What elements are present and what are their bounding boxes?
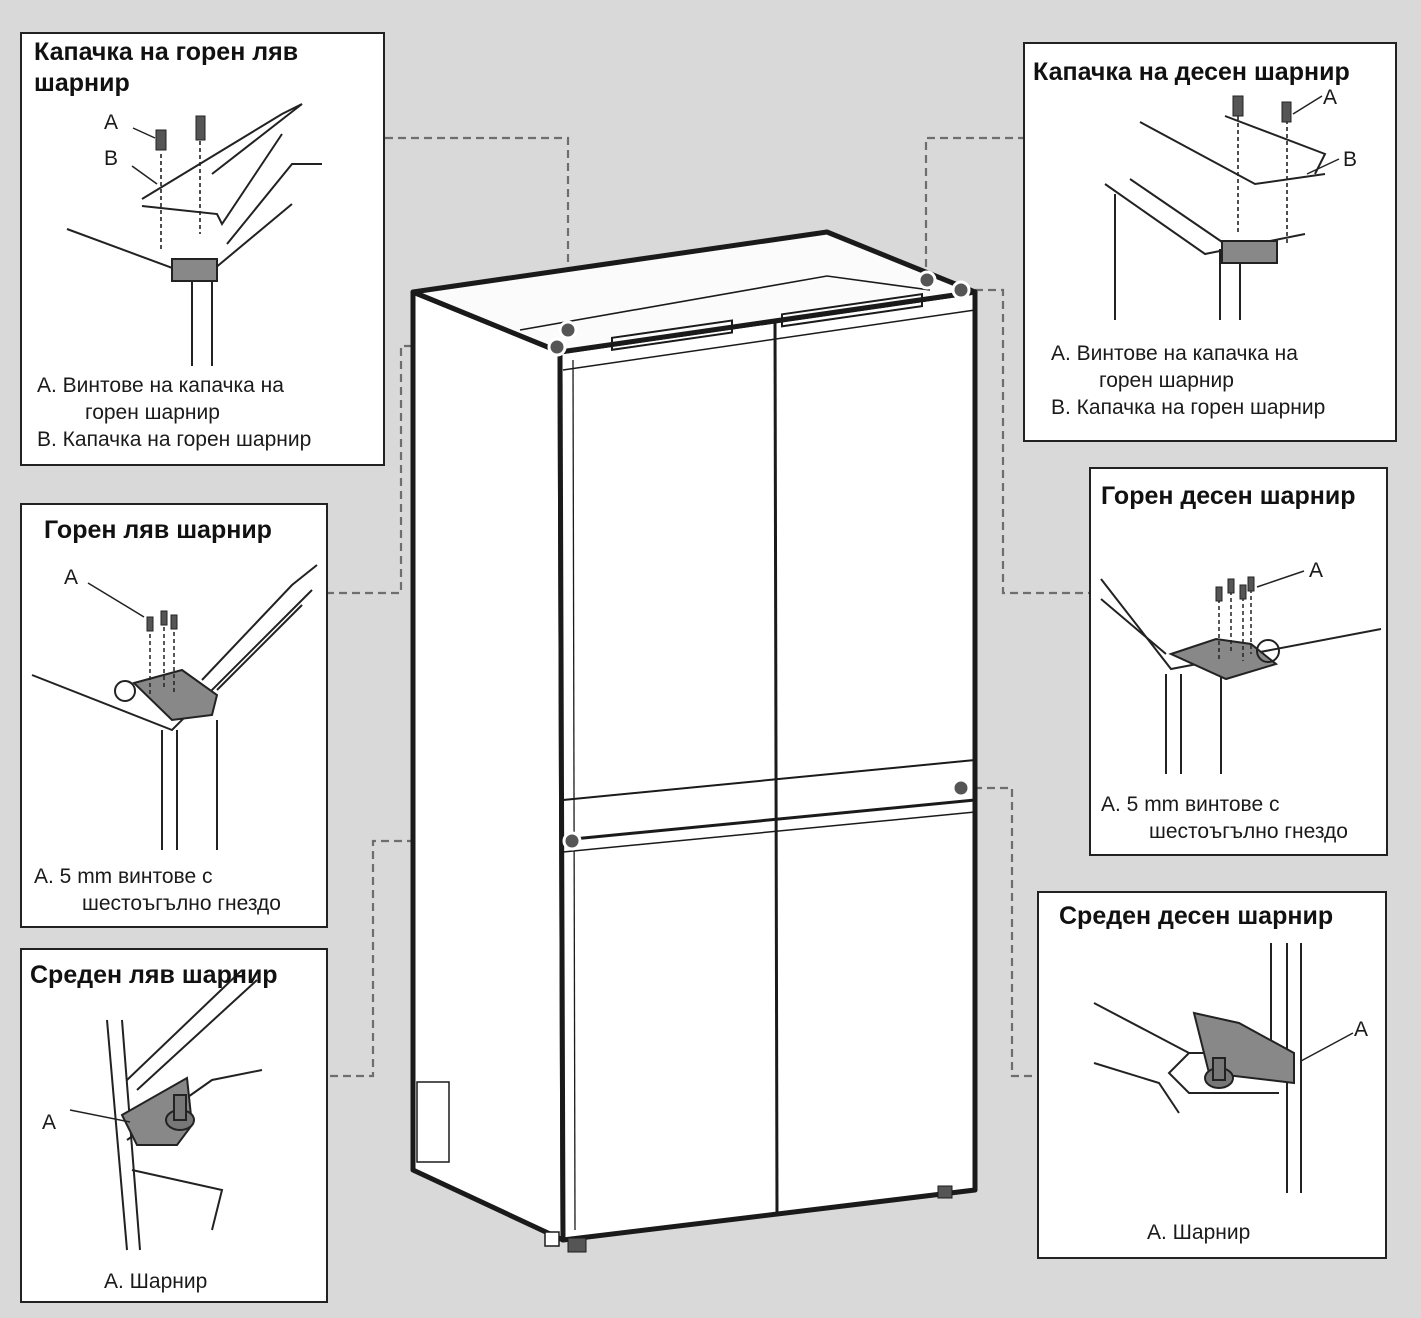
panel-top-right-hinge: Горен десен шарнир A A. 5 mm винтове с ш… (1089, 467, 1388, 856)
marker-top-left-cover (558, 320, 578, 340)
caption-a-line1: A. Винтове на капачка на (37, 374, 284, 397)
caption-a-line2: горен шарнир (85, 401, 220, 424)
panel-title: Среден ляв шарнир (30, 961, 278, 989)
callout-label-b: B (104, 147, 119, 170)
marker-top-right-hinge (951, 280, 971, 300)
top-right-cover-drawing (1104, 95, 1340, 320)
top-left-cover-drawing (66, 103, 322, 366)
panel-top-left-hinge: Горен ляв шарнир A A. 5 mm винтове с шес… (20, 503, 328, 928)
panel-caption: A. 5 mm винтове с шестоъгълно гнездо (34, 863, 281, 917)
fridge-side (410, 289, 566, 1243)
marker-middle-right-hinge (951, 778, 971, 798)
callout-label-a: A (64, 566, 79, 589)
refrigerator (410, 229, 978, 1253)
leader-top-right-hinge (962, 288, 1092, 595)
panel-middle-right-hinge: Среден десен шарнир A A. Шарнир (1037, 891, 1387, 1259)
panel-caption: A. Винтове на капачка на горен шарнир B.… (1051, 340, 1325, 421)
marker-middle-left-hinge (562, 831, 582, 851)
panel-title: Среден десен шарнир (1059, 902, 1334, 930)
top-left-hinge-drawing (31, 564, 318, 850)
callout-label-a: A (1323, 86, 1338, 109)
marker-top-right-cover (917, 270, 937, 290)
leader-top-left-cover (385, 136, 570, 326)
top-right-hinge-drawing (1100, 570, 1382, 774)
panel-top-left-hinge-cover: Капачка на горен ляв шарнир A B A. Винтов… (20, 32, 385, 466)
panel-caption: A. Винтове на капачка на горен шарнир B.… (37, 372, 311, 453)
leader-middle-right-hinge (961, 786, 1040, 1078)
callout-label-a: A (1354, 1018, 1369, 1041)
panel-middle-left-hinge: Среден ляв шарнир A A. Шарнир (20, 948, 328, 1303)
panel-title: Горен ляв шарнир (44, 516, 272, 544)
caption-b: B. Капачка на горен шарнир (37, 428, 312, 451)
panel-title: Горен десен шарнир (1101, 482, 1356, 510)
caption-line1: A. 5 mm винтове с (1101, 793, 1280, 816)
panel-caption: A. Шарнир (104, 1270, 208, 1293)
caption-a-line1: A. Винтове на капачка на (1051, 342, 1298, 365)
caption-b: B. Капачка на горен шарнир (1051, 396, 1326, 419)
caption-a-line2: горен шарнир (1099, 369, 1234, 392)
leader-top-right-cover (924, 136, 1026, 277)
panel-title-line1: Капачка на горен ляв (34, 38, 299, 66)
panel-caption: A. Шарнир (1147, 1221, 1251, 1244)
panel-right-hinge-cover: Капачка на десен шарнир A B A. Винтове н… (1023, 42, 1397, 442)
callout-label-a: A (104, 111, 119, 134)
caption-line1: A. 5 mm винтове с (34, 865, 213, 888)
middle-right-hinge-drawing (1093, 943, 1354, 1193)
panel-caption: A. 5 mm винтове с шестоъгълно гнездо (1101, 791, 1348, 845)
fridge-top (410, 229, 978, 355)
marker-top-left-hinge (547, 337, 567, 357)
middle-left-hinge-drawing (69, 969, 263, 1251)
callout-label-b: B (1343, 148, 1358, 171)
callout-label-a: A (1309, 559, 1324, 582)
callout-label-a: A (42, 1111, 57, 1134)
caption-line2: шестоъгълно гнездо (82, 892, 281, 915)
location-markers (547, 270, 971, 851)
panel-title-line2: шарнир (34, 69, 130, 97)
panel-title: Капачка на десен шарнир (1033, 58, 1350, 86)
leader-top-left-hinge (328, 344, 555, 595)
caption-line2: шестоъгълно гнездо (1149, 820, 1348, 843)
